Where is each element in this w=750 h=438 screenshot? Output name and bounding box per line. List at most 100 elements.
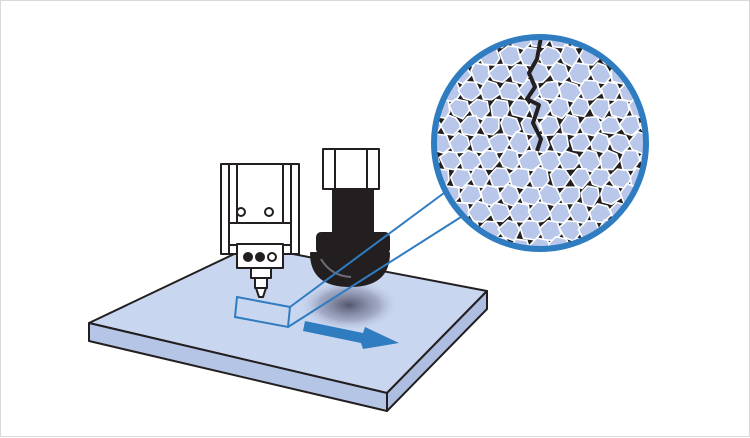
grain-cell	[670, 97, 690, 119]
grain-cell	[607, 236, 633, 247]
grain-cell	[661, 221, 682, 241]
grain-cell	[580, 253, 601, 276]
grain-cell	[508, 167, 531, 190]
grain-cell	[569, 132, 592, 153]
grain-cell	[679, 116, 700, 136]
grain-cell	[501, 255, 521, 275]
grain-cell	[449, 168, 473, 190]
grain-cell	[469, 133, 492, 154]
grain-cell	[638, 182, 644, 207]
grain-cell	[600, 81, 621, 102]
grain-cell	[658, 11, 680, 32]
grain-cell	[599, 115, 622, 135]
grain-cell	[498, 148, 520, 171]
grain-cell	[639, 44, 644, 66]
grain-cell	[637, 219, 644, 240]
grain-cell	[581, 10, 601, 31]
grain-cell	[600, 255, 621, 276]
grain-cell	[659, 151, 679, 170]
grain-cell	[436, 79, 441, 101]
grain-cell	[649, 100, 669, 117]
grain-cell	[459, 255, 482, 275]
grain-cell	[681, 82, 701, 101]
grain-cell	[659, 255, 682, 275]
grain-cell	[390, 237, 410, 257]
grain-cell	[679, 186, 699, 205]
grain-cell	[400, 116, 421, 134]
grain-cell	[561, 13, 582, 31]
grain-cell	[389, 64, 409, 83]
grain-cell	[539, 115, 561, 137]
grain-cell	[450, 236, 471, 247]
grain-cell	[448, 98, 471, 120]
grain-cell	[660, 46, 680, 67]
grain-cell	[488, 201, 512, 223]
grain-cell	[619, 149, 641, 171]
grain-cell	[470, 39, 490, 50]
grain-cell	[619, 11, 639, 30]
grain-cell	[547, 235, 572, 247]
grain-cell	[437, 45, 461, 67]
grain-cell	[648, 62, 669, 82]
grain-cell	[399, 184, 421, 205]
grain-cell	[680, 221, 701, 241]
grain-cell	[671, 168, 691, 187]
grain-cell	[659, 116, 680, 136]
crack-line	[525, 36, 543, 152]
grain-cell	[679, 150, 702, 171]
grain-cell	[619, 219, 643, 241]
grain-cell	[671, 238, 690, 257]
grain-cell	[569, 96, 591, 118]
grain-cell	[436, 133, 453, 154]
grain-cell	[599, 149, 620, 171]
grain-cell	[479, 115, 500, 136]
plate-icon	[88, 245, 488, 412]
grain-cell	[436, 183, 440, 207]
grain-cell	[659, 81, 682, 100]
grain-cell	[519, 219, 543, 241]
grain-cell	[410, 134, 429, 153]
lens-icon	[310, 148, 390, 287]
grain-cell	[399, 151, 420, 170]
grain-cell	[448, 131, 471, 154]
grain-cell	[500, 12, 520, 31]
grain-cell	[627, 62, 644, 84]
grain-cell	[680, 255, 700, 274]
leader-line-top	[289, 192, 445, 308]
grain-cell	[629, 203, 644, 222]
leader-line-bottom	[287, 216, 462, 328]
grain-cell	[640, 79, 644, 102]
grain-cell	[499, 114, 522, 138]
grain-cell	[436, 201, 453, 223]
grain-cell	[540, 11, 560, 32]
grain-cell	[589, 98, 611, 121]
grain-cell	[436, 234, 452, 247]
grain-cell	[670, 203, 689, 223]
grain-cell	[449, 39, 470, 49]
grain-cell	[587, 39, 611, 49]
grain-cell	[651, 167, 669, 188]
grain-cell	[469, 235, 492, 247]
grain-cell	[649, 30, 670, 50]
grain-cell	[527, 200, 552, 224]
grain-cell	[436, 44, 441, 67]
grain-cell	[580, 185, 600, 208]
grain-cell	[629, 39, 644, 48]
grain-cell	[438, 150, 462, 171]
grain-cell	[539, 256, 561, 275]
grain-cell	[439, 114, 463, 136]
grain-cell	[607, 133, 632, 155]
grain-cell	[619, 255, 642, 274]
grain-cell	[498, 45, 522, 67]
grain-cell	[440, 255, 459, 276]
grain-cell	[670, 62, 689, 81]
grain-cell	[400, 81, 421, 101]
grain-cell	[457, 80, 482, 102]
grain-cell	[420, 13, 439, 30]
grain-cell	[436, 39, 451, 49]
grain-cell	[400, 48, 420, 66]
grain-cell	[391, 99, 411, 118]
grain-cell	[548, 61, 570, 84]
